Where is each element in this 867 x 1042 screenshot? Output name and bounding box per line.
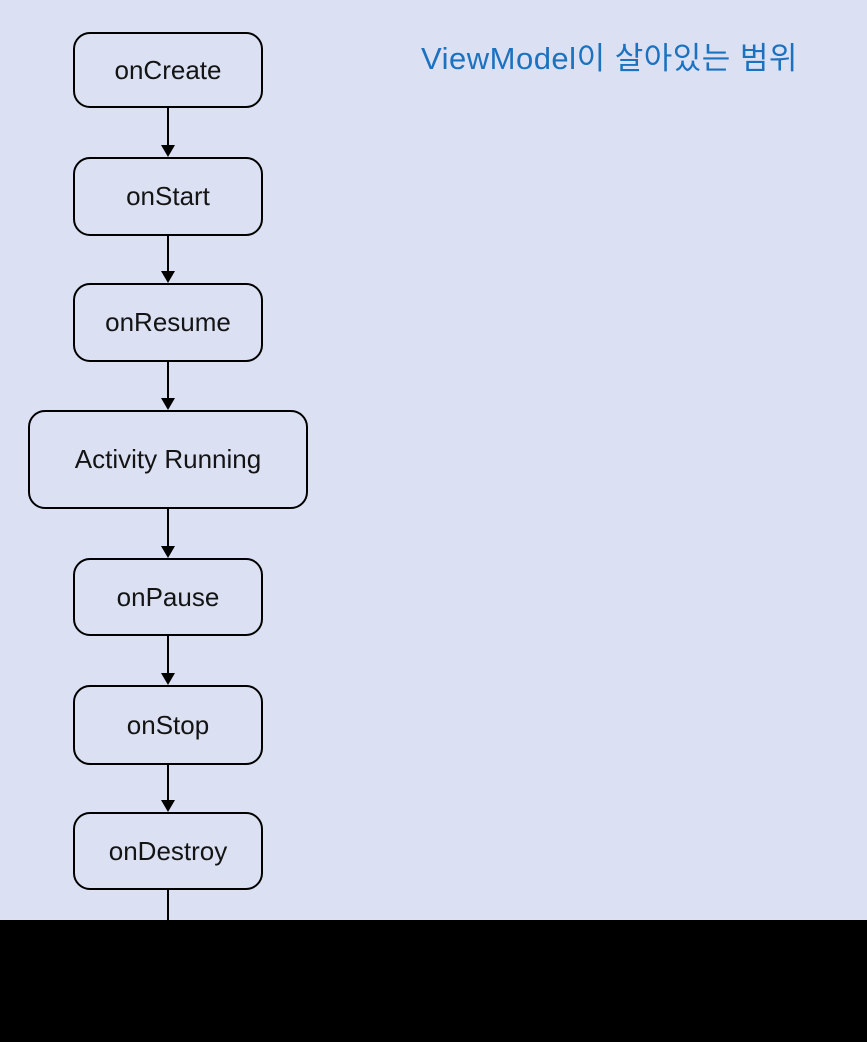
flow-node-ondestroy: onDestroy bbox=[73, 812, 263, 890]
arrowhead-down-icon bbox=[161, 800, 175, 812]
arrow-line bbox=[167, 509, 169, 548]
arrow-line bbox=[167, 362, 169, 400]
flow-arrow-onstart-onresume bbox=[161, 236, 175, 283]
flow-node-label: onStart bbox=[126, 181, 210, 211]
flow-arrow-activityrunning-onpause bbox=[161, 509, 175, 558]
flow-node-label: onCreate bbox=[114, 54, 222, 85]
flow-arrow-onresume-activityrunning bbox=[161, 362, 175, 410]
arrowhead-down-icon bbox=[161, 145, 175, 157]
flow-node-onresume: onResume bbox=[73, 283, 263, 362]
arrow-line bbox=[167, 236, 169, 273]
arrow-line bbox=[167, 107, 169, 147]
arrowhead-down-icon bbox=[161, 271, 175, 283]
flow-node-activity-running: Activity Running bbox=[28, 410, 308, 509]
flow-node-label: onDestroy bbox=[108, 835, 228, 866]
flow-arrow-ondestroy-cutoff bbox=[167, 890, 169, 920]
flow-arrow-oncreate-onstart bbox=[161, 107, 175, 157]
flow-node-label: onStop bbox=[126, 709, 210, 740]
flow-node-onstart: onStart bbox=[73, 157, 263, 236]
flow-node-label: onResume bbox=[105, 307, 231, 337]
flow-node-onstop: onStop bbox=[73, 685, 263, 765]
bottom-black-bar bbox=[0, 920, 867, 1042]
arrow-line bbox=[167, 765, 169, 802]
flow-node-label: onPause bbox=[116, 581, 220, 612]
arrowhead-down-icon bbox=[161, 546, 175, 558]
flow-node-oncreate: onCreate bbox=[73, 32, 263, 108]
flow-node-onpause: onPause bbox=[73, 558, 263, 636]
diagram-title: ViewModel이 살아있는 범위 bbox=[421, 41, 798, 76]
arrowhead-down-icon bbox=[161, 398, 175, 410]
arrow-line bbox=[167, 636, 169, 675]
flow-arrow-onpause-onstop bbox=[161, 636, 175, 685]
flow-arrow-onstop-ondestroy bbox=[161, 765, 175, 812]
arrowhead-down-icon bbox=[161, 673, 175, 685]
flow-node-label: Activity Running bbox=[74, 444, 262, 474]
